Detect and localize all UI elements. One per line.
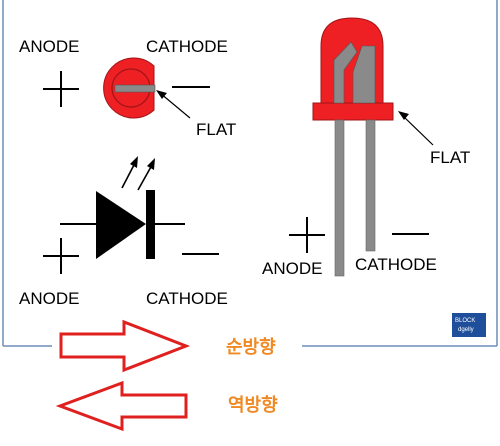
cathode-leg bbox=[365, 119, 376, 252]
forward-direction-label: 순방향 bbox=[226, 337, 276, 358]
diode-cathode-label: CATHODE bbox=[146, 289, 228, 308]
reverse-direction-label: 역방향 bbox=[228, 395, 278, 416]
logo-line-1: BLOCK bbox=[455, 318, 475, 324]
diagram-frame bbox=[2, 0, 498, 347]
arrow-left-icon bbox=[55, 380, 188, 432]
side-flat-label: FLAT bbox=[430, 148, 470, 167]
top-cathode-label: CATHODE bbox=[146, 37, 228, 56]
top-plus-sign bbox=[43, 71, 79, 107]
logo-line-2: dgelly bbox=[458, 327, 474, 333]
side-cathode-label: CATHODE bbox=[355, 255, 437, 274]
diode-anode-label: ANODE bbox=[19, 289, 79, 308]
arrow-right-icon bbox=[59, 319, 191, 373]
side-anode-label: ANODE bbox=[262, 259, 322, 278]
light-emission-arrows-icon bbox=[121, 156, 155, 191]
diode-symbol bbox=[60, 190, 185, 259]
anode-leg bbox=[334, 119, 345, 277]
top-anode-label: ANODE bbox=[19, 37, 79, 56]
top-flat-label: FLAT bbox=[196, 120, 236, 139]
side-flat-pointer bbox=[398, 111, 434, 146]
led-side-view bbox=[312, 17, 394, 277]
side-plus-sign bbox=[289, 217, 325, 253]
brand-logo: BLOCK dgelly bbox=[452, 313, 486, 337]
led-top-view bbox=[103, 57, 156, 119]
diode-plus-sign bbox=[43, 238, 79, 274]
top-flat-pointer bbox=[156, 90, 191, 119]
